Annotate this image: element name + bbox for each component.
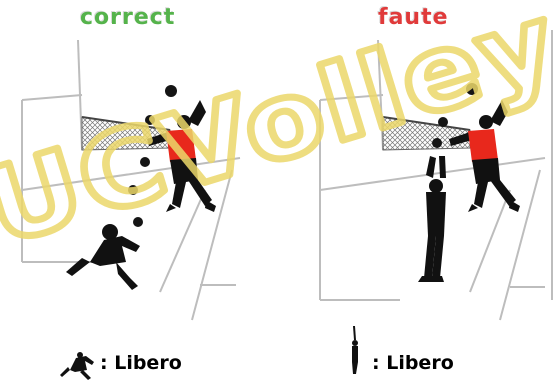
legend-libero-right: : Libero: [372, 352, 454, 374]
ball-icon: [432, 138, 442, 148]
libero-crouching-icon: [60, 352, 94, 380]
legend-libero-left: : Libero: [100, 352, 182, 374]
title-fault: faute: [378, 5, 449, 30]
title-correct: correct: [80, 5, 175, 30]
libero-standing-icon: [352, 326, 358, 374]
